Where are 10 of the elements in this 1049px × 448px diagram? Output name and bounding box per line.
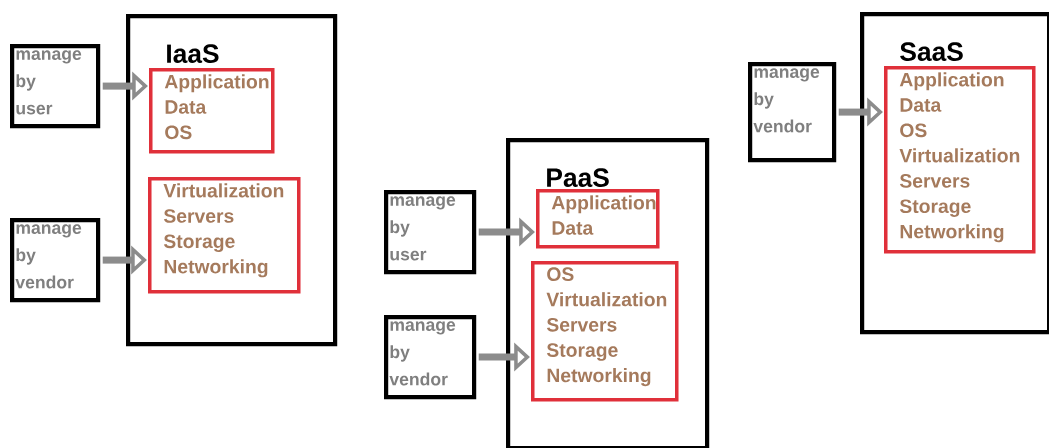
actor-box: manage by vendor <box>748 62 837 163</box>
actor-box: manage by user <box>10 44 101 129</box>
actor-box: manage by vendor <box>384 314 477 400</box>
layer-box: Application Data <box>536 189 660 249</box>
layer-box: OS Virtualization Servers Storage Networking <box>531 261 679 402</box>
layer-box: Application Data OS Virtualization Servers Storage Networking <box>884 66 1036 254</box>
layer-box: Application Data OS <box>149 68 275 154</box>
layer-box: Virtualization Servers Storage Networking <box>148 177 301 294</box>
actor-box: manage by user <box>384 190 477 275</box>
actor-box: manage by vendor <box>10 218 101 303</box>
